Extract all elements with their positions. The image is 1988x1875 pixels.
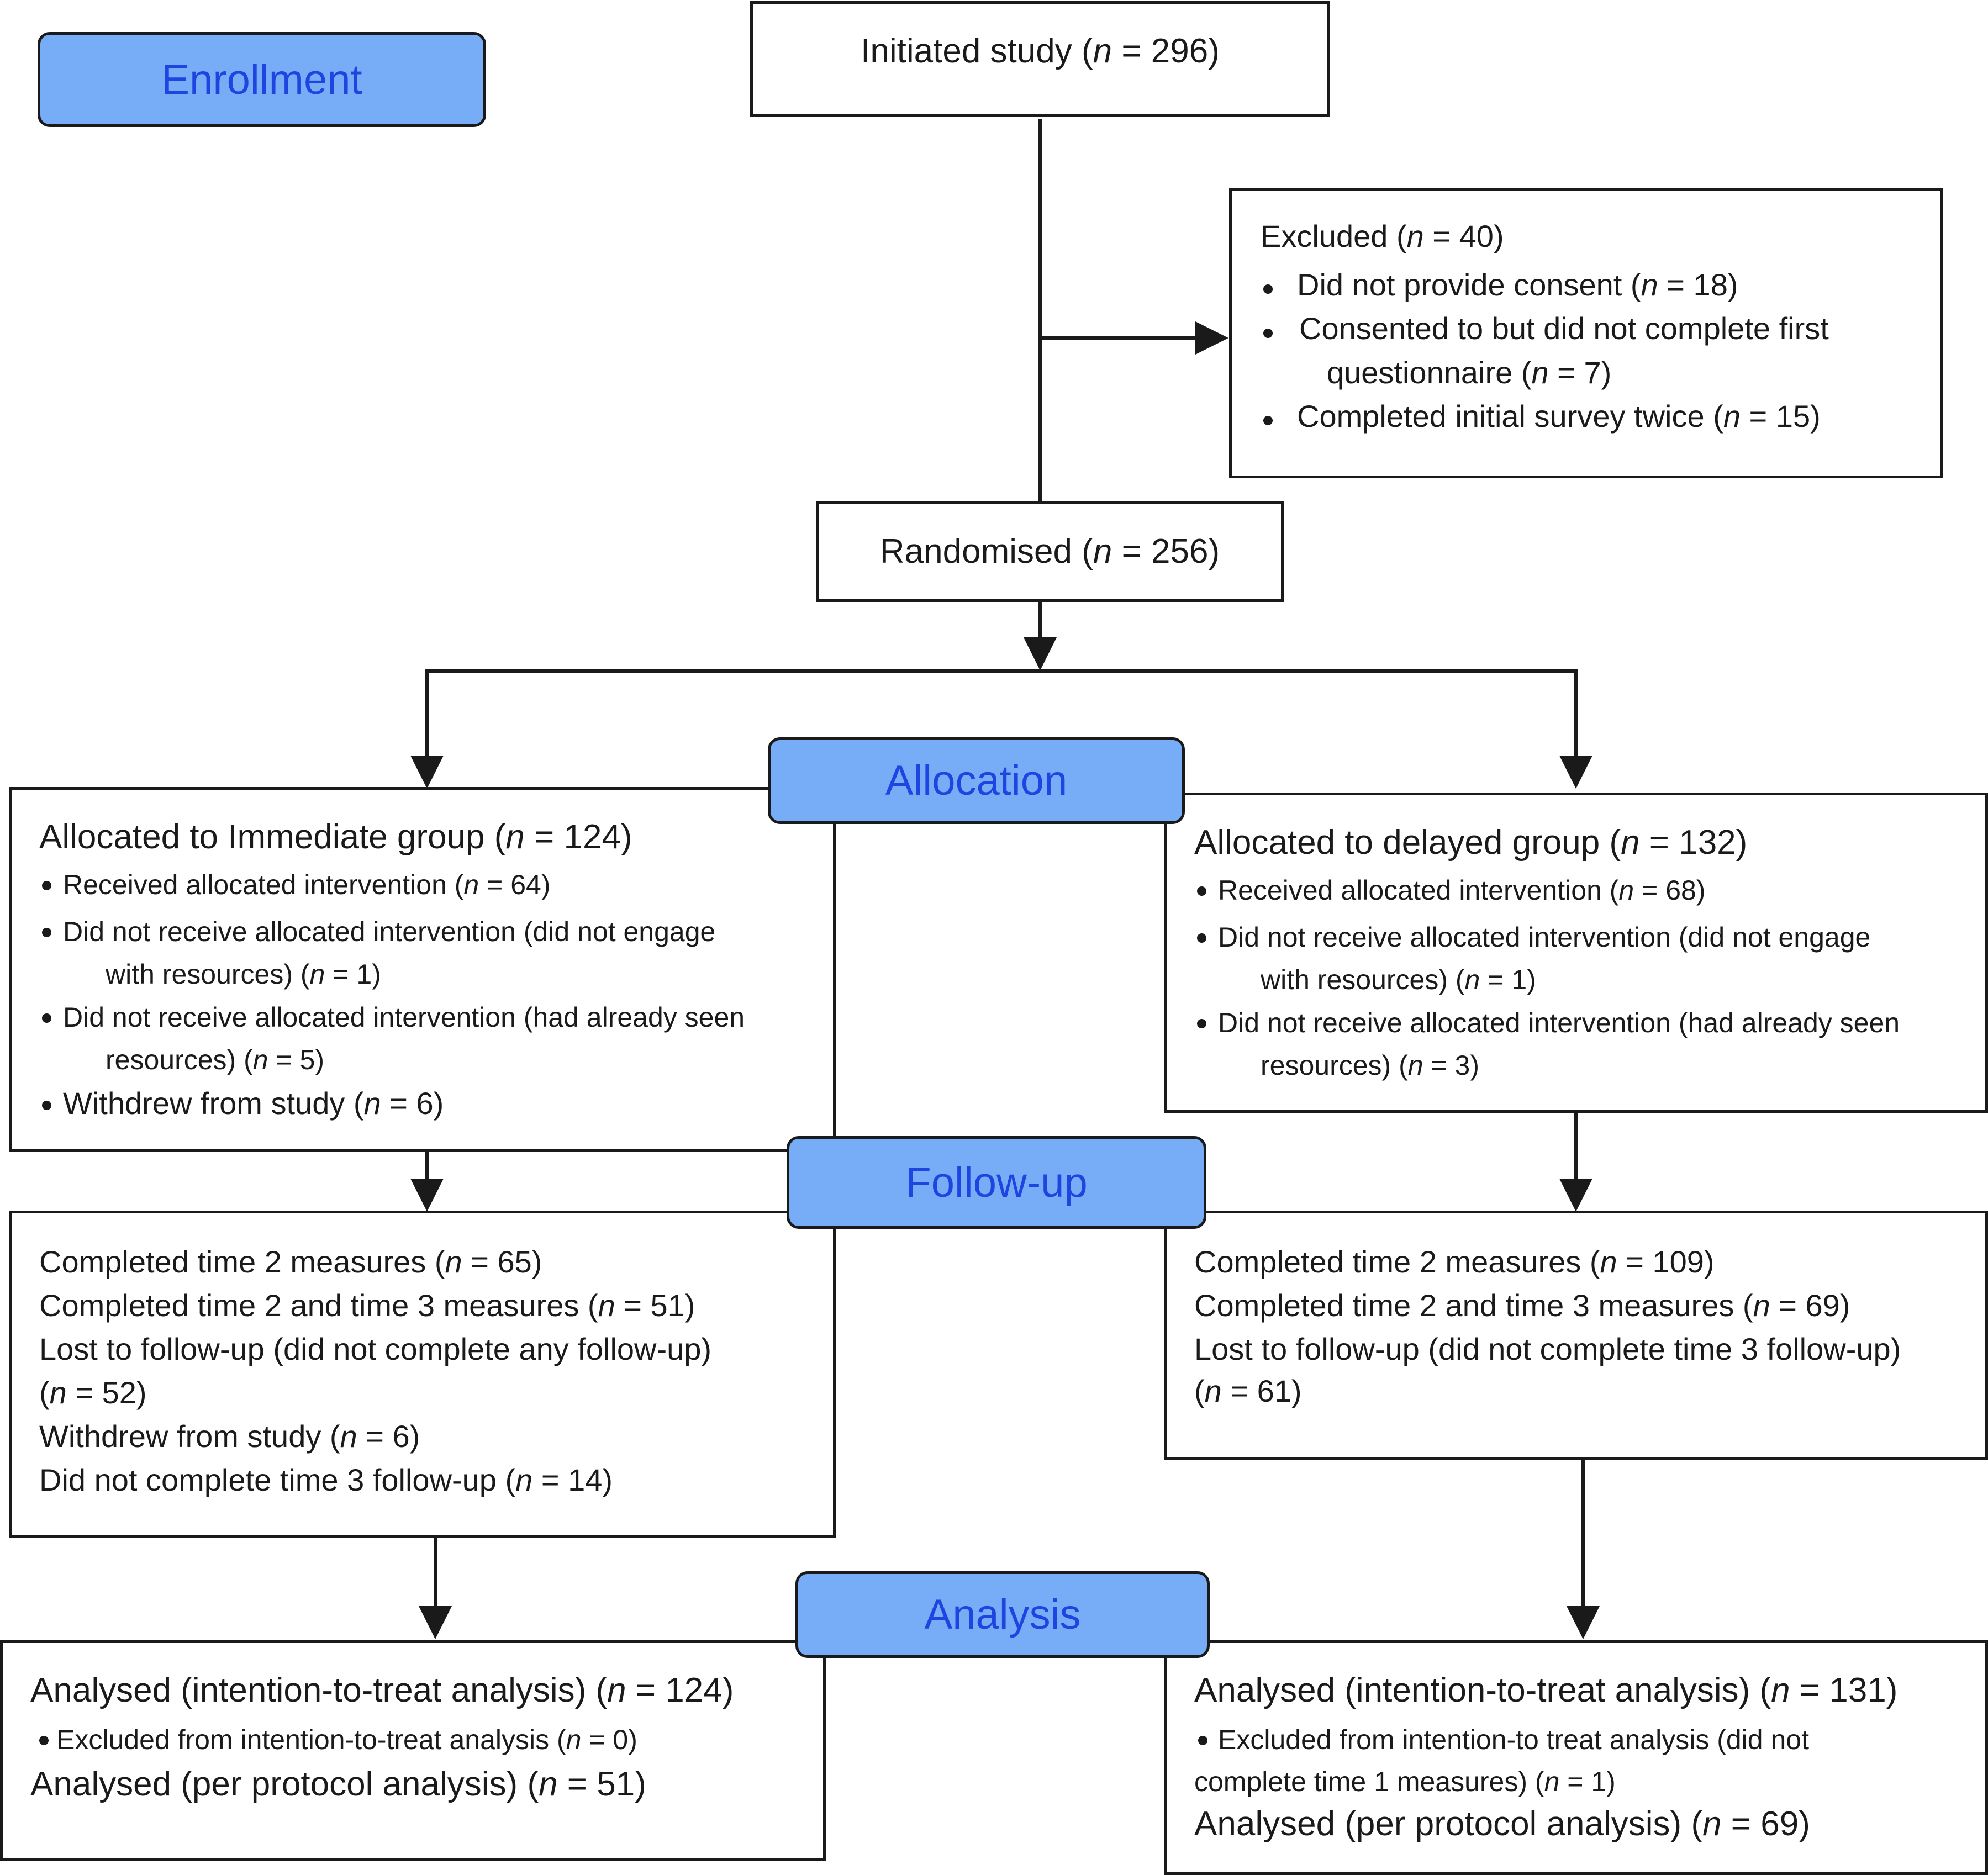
bullet: [42, 1013, 51, 1023]
analysis-itt: Analysed (intention-to-treat analysis) (…: [30, 1671, 734, 1709]
excluded-item: Consented to but did not complete first: [1299, 311, 1829, 346]
randomised-text: Randomised (n = 256): [879, 532, 1220, 571]
delayed-followup-box: Completed time 2 measures (n = 109) Comp…: [1164, 1211, 1988, 1460]
split-line: [425, 669, 1578, 784]
immediate-line: Received allocated intervention (n = 64): [63, 869, 551, 900]
initiated-text: Initiated study (n = 296): [861, 32, 1220, 70]
bullet: [1263, 329, 1273, 338]
delayed-line: resources) (n = 3): [1261, 1050, 1479, 1081]
delayed-line: Received allocated intervention (n = 68): [1218, 875, 1706, 906]
bullet: [39, 1736, 49, 1745]
analysis-excluded: Excluded from intention-to treat analysi…: [1218, 1724, 1809, 1755]
followup-line: Completed time 2 measures (n = 65): [39, 1244, 542, 1279]
delayed-title: Allocated to delayed group (n = 132): [1194, 823, 1748, 862]
immediate-line: Withdrew from study (n = 6): [63, 1086, 444, 1121]
bullet: [1197, 1019, 1206, 1028]
followup-line: Lost to follow-up (did not complete time…: [1194, 1332, 1901, 1366]
followup-line: Withdrew from study (n = 6): [39, 1419, 420, 1454]
stage-follow-up: Follow-up: [787, 1136, 1206, 1229]
immediate-line: Did not receive allocated intervention (…: [63, 1002, 745, 1033]
followup-line: Did not complete time 3 follow-up (n = 1…: [39, 1462, 613, 1497]
delayed-line: with resources) (n = 1): [1261, 964, 1536, 995]
immediate-title: Allocated to Immediate group (n = 124): [39, 818, 632, 856]
stage-enrollment: Enrollment: [38, 32, 486, 127]
immediate-line: resources) (n = 5): [106, 1044, 324, 1075]
analysis-excluded: Excluded from intention-to-treat analysi…: [56, 1724, 637, 1755]
immediate-allocation-box: Allocated to Immediate group (n = 124) R…: [9, 787, 836, 1152]
excluded-title: Excluded (n = 40): [1261, 219, 1504, 253]
immediate-line: with resources) (n = 1): [106, 959, 381, 990]
excluded-box: Excluded (n = 40) Did not provide consen…: [1229, 188, 1943, 478]
bullet: [1263, 416, 1273, 425]
followup-line: Completed time 2 and time 3 measures (n …: [39, 1288, 695, 1323]
analysis-excluded: complete time 1 measures) (n = 1): [1194, 1766, 1616, 1797]
bullet: [42, 881, 51, 890]
excluded-item: questionnaire (n = 7): [1327, 355, 1612, 390]
immediate-followup-box: Completed time 2 measures (n = 65) Compl…: [9, 1211, 836, 1538]
analysis-pp: Analysed (per protocol analysis) (n = 51…: [30, 1765, 646, 1803]
analysis-pp: Analysed (per protocol analysis) (n = 69…: [1194, 1805, 1810, 1843]
followup-line: Completed time 2 measures (n = 109): [1194, 1244, 1715, 1279]
bullet: [1263, 284, 1273, 294]
initiated-box: Initiated study (n = 296): [750, 1, 1330, 117]
excluded-item: Completed initial survey twice (n = 15): [1297, 399, 1821, 434]
bullet: [42, 1101, 51, 1110]
delayed-line: Did not receive allocated intervention (…: [1218, 922, 1871, 953]
followup-line: (n = 61): [1194, 1374, 1302, 1408]
followup-line: Completed time 2 and time 3 measures (n …: [1194, 1288, 1850, 1323]
bullet: [1198, 1736, 1207, 1745]
excluded-item: Did not provide consent (n = 18): [1297, 267, 1738, 302]
delayed-allocation-box: Allocated to delayed group (n = 132) Rec…: [1164, 793, 1988, 1113]
immediate-line: Did not receive allocated intervention (…: [63, 916, 716, 947]
stage-analysis: Analysis: [795, 1571, 1210, 1658]
stage-allocation: Allocation: [768, 737, 1185, 824]
randomised-box: Randomised (n = 256): [816, 501, 1284, 602]
bullet: [42, 928, 51, 937]
immediate-analysis-box: Analysed (intention-to-treat analysis) (…: [0, 1640, 826, 1861]
bullet: [1197, 886, 1206, 896]
delayed-line: Did not receive allocated intervention (…: [1218, 1007, 1900, 1038]
analysis-itt: Analysed (intention-to-treat analysis) (…: [1194, 1671, 1898, 1709]
delayed-analysis-box: Analysed (intention-to-treat analysis) (…: [1164, 1640, 1988, 1875]
followup-line: (n = 52): [39, 1375, 147, 1410]
bullet: [1197, 933, 1206, 943]
followup-line: Lost to follow-up (did not complete any …: [39, 1332, 712, 1366]
